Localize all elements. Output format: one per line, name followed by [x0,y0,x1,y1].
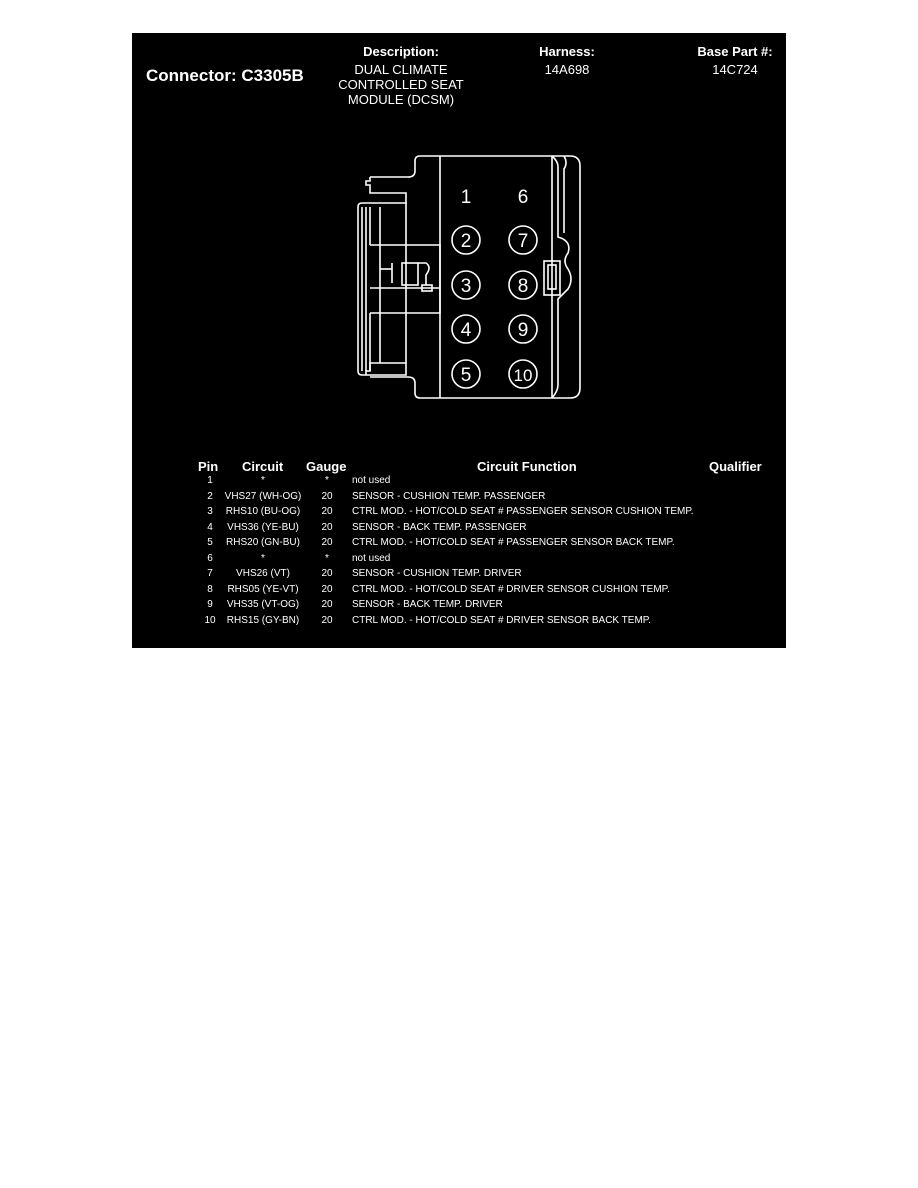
table-row: 8 RHS05 (YE-VT) 20 CTRL MOD. - HOT/COLD … [192,584,772,600]
cell-function: not used [352,552,391,564]
pin-label-5: 5 [461,365,472,386]
connector-pinout-panel: Connector: C3305B Description: DUAL CLIM… [132,33,786,648]
pin-label-4: 4 [461,320,472,341]
cell-function: SENSOR - BACK TEMP. PASSENGER [352,521,527,533]
pin-label-10: 10 [514,366,533,385]
cell-pin: 4 [207,521,213,533]
cell-pin: 6 [207,552,213,564]
header-pin: Pin [198,459,219,474]
cell-pin: 5 [207,537,213,548]
cell-function: SENSOR - CUSHION TEMP. DRIVER [352,568,522,579]
cell-circuit: VHS35 (VT-OG) [226,599,300,610]
cell-circuit: VHS27 (WH-OG) [224,490,302,502]
cell-gauge: 20 [321,568,333,579]
cell-gauge: 20 [321,537,333,548]
cell-gauge: * [325,552,329,564]
cell-circuit: VHS26 (VT) [236,568,290,579]
pin-map: 1 6 2 3 4 5 7 8 9 10 [451,187,538,389]
pin-8-ring [508,270,538,300]
pin-label-9: 9 [518,320,529,341]
harness-block: Harness: 14A698 [522,44,612,77]
cell-function: SENSOR - BACK TEMP. DRIVER [352,599,503,610]
harness-label: Harness: [539,44,595,59]
cell-pin: 9 [207,599,213,610]
description-value: DUAL CLIMATE CONTROLLED SEAT MODULE (DCS… [328,62,474,107]
cell-circuit: RHS15 (GY-BN) [226,614,300,626]
table-row: 2 VHS27 (WH-OG) 20 SENSOR - CUSHION TEMP… [192,491,772,507]
header-gauge: Gauge [306,459,347,474]
harness-value: 14A698 [544,62,590,77]
table-header: Pin Circuit Gauge Circuit Function Quali… [192,459,772,475]
table-row: 9 VHS35 (VT-OG) 20 SENSOR - BACK TEMP. D… [192,599,772,615]
cell-circuit: RHS10 (BU-OG) [225,506,301,517]
description-block: Description: DUAL CLIMATE CONTROLLED SEA… [328,44,474,107]
cell-circuit: VHS36 (YE-BU) [227,521,299,533]
table-row: 10 RHS15 (GY-BN) 20 CTRL MOD. - HOT/COLD… [192,615,772,631]
cell-pin: 8 [207,583,213,595]
cell-circuit: RHS20 (GN-BU) [226,537,300,548]
pinout-table: Pin Circuit Gauge Circuit Function Quali… [192,459,772,630]
cell-pin: 7 [207,568,213,579]
cell-function: CTRL MOD. - HOT/COLD SEAT # PASSENGER SE… [352,506,694,517]
cell-circuit: * [261,552,265,564]
base-part-label: Base Part #: [697,44,773,59]
cell-pin: 1 [207,475,213,486]
cell-pin: 2 [207,490,213,502]
table-row: 1 * * not used [192,475,772,491]
cell-pin: 10 [204,614,216,626]
connector-face-diagram [357,155,581,399]
cell-function: not used [352,475,391,486]
pin-label-8: 8 [518,276,529,297]
pin-label-6: 6 [518,187,529,208]
header-qualifier: Qualifier [709,459,762,474]
pin-7-ring [508,225,538,255]
cell-gauge: 20 [321,614,333,626]
description-line: CONTROLLED SEAT [338,77,464,92]
pin-9-ring [508,314,538,344]
header-circuit: Circuit [242,459,284,474]
description-line: MODULE (DCSM) [347,92,455,107]
cell-gauge: 20 [321,599,333,610]
base-part-value: 14C724 [712,62,758,77]
table-row: 3 RHS10 (BU-OG) 20 CTRL MOD. - HOT/COLD … [192,506,772,522]
description-line: DUAL CLIMATE [354,62,448,77]
connector-title: Connector: C3305B [146,66,304,85]
cell-function: CTRL MOD. - HOT/COLD SEAT # PASSENGER SE… [352,537,675,548]
cell-gauge: 20 [321,521,333,533]
description-label: Description: [363,44,439,59]
cell-function: CTRL MOD. - HOT/COLD SEAT # DRIVER SENSO… [352,583,670,595]
cell-circuit: * [261,475,265,486]
table-row: 5 RHS20 (GN-BU) 20 CTRL MOD. - HOT/COLD … [192,537,772,553]
cell-circuit: RHS05 (YE-VT) [227,583,299,595]
cell-gauge: 20 [321,490,333,502]
header-circuit-function: Circuit Function [477,459,577,474]
cell-gauge: 20 [321,506,333,517]
table-row: 7 VHS26 (VT) 20 SENSOR - CUSHION TEMP. D… [192,568,772,584]
pin-label-3: 3 [461,276,472,297]
pin-label-1: 1 [461,187,472,208]
pin-5-ring [451,359,481,389]
cell-function: SENSOR - CUSHION TEMP. PASSENGER [352,490,546,502]
pin-3-ring [451,270,481,300]
pin-4-ring [451,314,481,344]
pin-2-ring [451,225,481,255]
table-row: 4 VHS36 (YE-BU) 20 SENSOR - BACK TEMP. P… [192,522,772,538]
base-part-block: Base Part #: 14C724 [685,44,785,77]
cell-gauge: * [325,475,329,486]
cell-function: CTRL MOD. - HOT/COLD SEAT # DRIVER SENSO… [352,614,651,626]
table-row: 6 * * not used [192,553,772,569]
pin-label-2: 2 [461,231,472,252]
pin-10-ring [508,359,538,389]
cell-gauge: 20 [321,583,333,595]
cell-pin: 3 [207,506,213,517]
pin-label-7: 7 [518,231,529,252]
